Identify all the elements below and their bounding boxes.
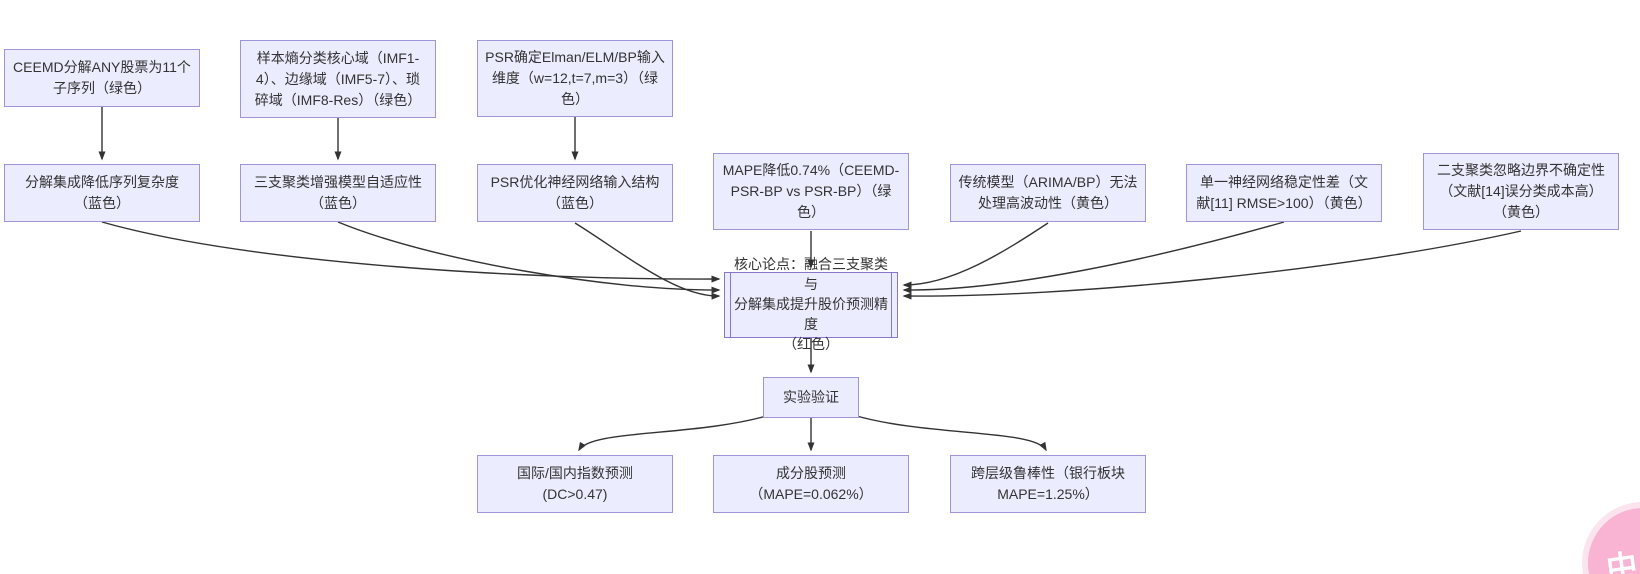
node-experiment-validation: 实验验证 — [763, 377, 859, 418]
edge-decompose-core — [101, 221, 721, 283]
node-single-nn-limit: 单一神经网络稳定性差（文 献[11] RMSE>100）（黄色） — [1186, 164, 1382, 222]
node-core-thesis: 核心论点：融合三支聚类与 分解集成提升股价预测精度 （红色） — [724, 256, 898, 352]
edge-singlenn-core — [902, 221, 1285, 294]
node-decompose-benefit: 分解集成降低序列复杂度 （蓝色） — [4, 164, 200, 222]
edge-twoway-core — [902, 230, 1522, 300]
node-sample-entropy: 样本熵分类核心域（IMF1- 4）、边缘域（IMF5-7）、琐 碎域（IMF8-… — [240, 40, 436, 118]
node-ceemd-decompose: CEEMD分解ANY股票为11个 子序列（绿色） — [4, 49, 200, 107]
edge-threeway-core — [337, 221, 721, 294]
node-traditional-limit: 传统模型（ARIMA/BP）无法 处理高波动性（黄色） — [950, 164, 1146, 222]
translate-icon: 中A — [1604, 544, 1640, 574]
node-psr-benefit: PSR优化神经网络输入结构 （蓝色） — [477, 164, 673, 222]
edge-traditional-core — [902, 222, 1049, 289]
node-mape-improvement: MAPE降低0.74%（CEEMD- PSR-BP vs PSR-BP）（绿 色… — [713, 153, 909, 230]
node-two-way-limit: 二支聚类忽略边界不确定性 （文献[14]误分类成本高） （黄色） — [1423, 153, 1619, 230]
node-stock-prediction: 成分股预测 （MAPE=0.062%） — [713, 455, 909, 513]
edge-psrbenefit-core — [574, 222, 721, 300]
node-index-prediction: 国际/国内指数预测 (DC>0.47) — [477, 455, 673, 513]
edge-experiment-robust — [852, 414, 1047, 452]
edge-experiment-index — [578, 414, 771, 452]
node-psr-input-dim: PSR确定Elman/ELM/BP输入 维度（w=12,t=7,m=3）（绿 色… — [477, 40, 673, 117]
node-cross-level-robustness: 跨层级鲁棒性（银行板块 MAPE=1.25%） — [950, 455, 1146, 513]
node-three-way-benefit: 三支聚类增强模型自适应性 （蓝色） — [240, 164, 436, 222]
